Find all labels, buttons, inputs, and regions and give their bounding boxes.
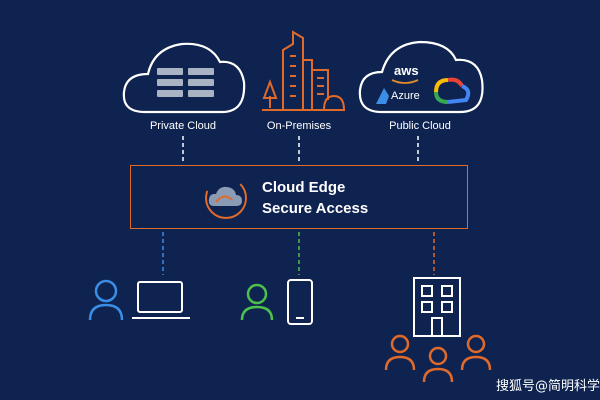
public-cloud-icon bbox=[358, 40, 484, 114]
gateway-title-line2: Secure Access bbox=[262, 200, 369, 217]
laptop-icon bbox=[132, 281, 190, 319]
azure-icon bbox=[376, 88, 389, 104]
cloud-edge-logo-icon bbox=[205, 177, 247, 219]
on-premises-label: On-Premises bbox=[266, 120, 332, 132]
smartphone-icon bbox=[287, 279, 313, 325]
office-team-icon bbox=[384, 334, 492, 383]
public-cloud-label: Public Cloud bbox=[389, 120, 451, 132]
connector-lines-top bbox=[182, 136, 419, 164]
azure-logo-text: Azure bbox=[391, 90, 420, 102]
aws-logo-text: aws bbox=[394, 63, 419, 78]
mobile-user-icon bbox=[240, 283, 274, 321]
cloud-edge-gateway-box bbox=[130, 165, 468, 229]
remote-user-icon bbox=[88, 279, 124, 321]
google-cloud-icon bbox=[434, 77, 471, 104]
private-cloud-label: Private Cloud bbox=[149, 120, 217, 132]
aws-smile-icon bbox=[391, 79, 419, 84]
server-rack-icon bbox=[157, 68, 214, 97]
office-building-icon bbox=[413, 277, 461, 337]
private-cloud-icon bbox=[122, 42, 246, 114]
on-premises-buildings-icon bbox=[262, 30, 345, 111]
watermark: 搜狐号@简明科学 bbox=[495, 379, 600, 394]
gateway-title-line1: Cloud Edge bbox=[262, 179, 346, 196]
